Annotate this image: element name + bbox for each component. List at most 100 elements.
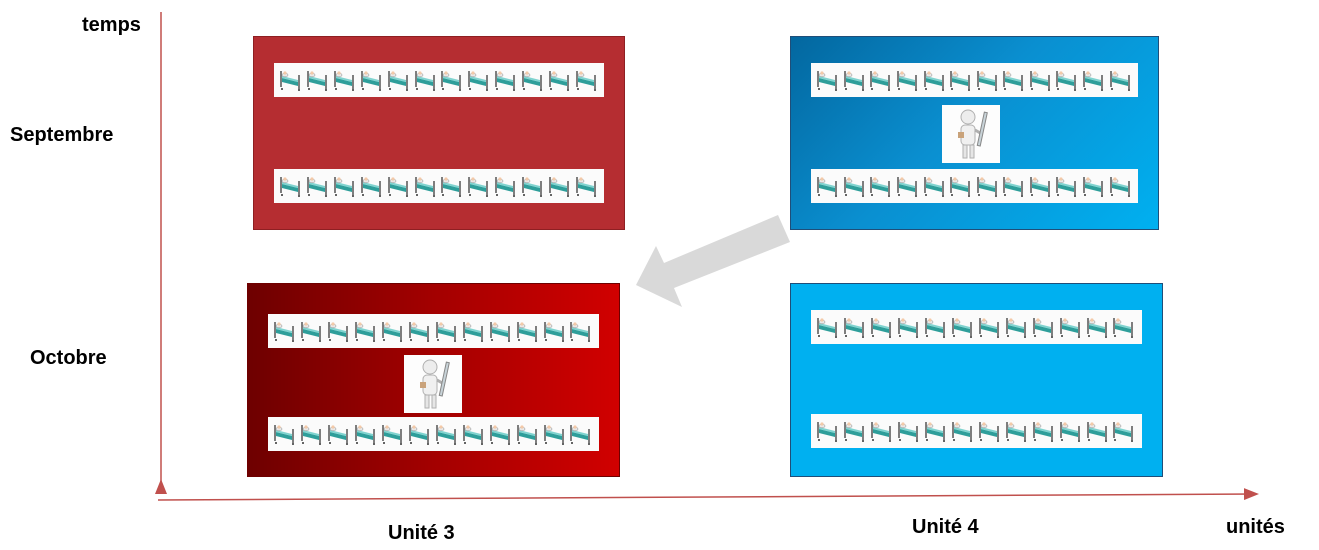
hospital-bed-icon	[843, 416, 867, 447]
row-label-september: Septembre	[10, 124, 114, 146]
hospital-bed-icon	[951, 416, 975, 447]
hospital-bed-icon	[381, 316, 405, 347]
hospital-bed-icon	[462, 316, 486, 347]
hospital-bed-icon	[1032, 312, 1056, 343]
hospital-bed-icon	[1032, 416, 1056, 447]
hospital-bed-icon	[869, 65, 893, 96]
hospital-bed-icon	[1029, 171, 1053, 202]
hospital-bed-icon	[381, 419, 405, 450]
hospital-bed-icon	[300, 419, 324, 450]
hospital-bed-icon	[816, 416, 840, 447]
hospital-bed-icon	[360, 171, 384, 202]
hospital-bed-icon	[1055, 171, 1079, 202]
hospital-bed-icon	[273, 316, 297, 347]
hospital-bed-icon	[1082, 171, 1106, 202]
hospital-bed-icon	[897, 312, 921, 343]
hospital-bed-icon	[1112, 312, 1136, 343]
x-axis-label: unités	[1226, 516, 1285, 538]
hospital-bed-icon	[924, 416, 948, 447]
hospital-bed-icon	[923, 65, 947, 96]
hospital-bed-icon	[543, 419, 567, 450]
row-label-october: Octobre	[30, 347, 107, 369]
hospital-bed-icon	[1082, 65, 1106, 96]
bed-row	[268, 314, 599, 348]
hospital-bed-icon	[327, 419, 351, 450]
hospital-bed-icon	[333, 171, 357, 202]
hospital-bed-icon	[1109, 65, 1133, 96]
hospital-bed-icon	[869, 171, 893, 202]
panel-unit4-october	[790, 283, 1163, 477]
hospital-bed-icon	[440, 171, 464, 202]
hospital-bed-icon	[521, 171, 545, 202]
hospital-bed-icon	[843, 312, 867, 343]
hospital-bed-icon	[467, 171, 491, 202]
x-axis	[157, 488, 1259, 501]
hospital-bed-icon	[354, 419, 378, 450]
bed-row	[274, 63, 604, 97]
hospital-bed-icon	[1059, 312, 1083, 343]
hospital-bed-icon	[279, 65, 303, 96]
hospital-bed-icon	[300, 316, 324, 347]
hospital-bed-icon	[408, 316, 432, 347]
hospital-bed-icon	[1059, 416, 1083, 447]
hospital-bed-icon	[976, 65, 1000, 96]
nurse-with-syringe-icon	[942, 105, 1000, 163]
hospital-bed-icon	[462, 419, 486, 450]
bed-row	[274, 169, 604, 203]
hospital-bed-icon	[387, 171, 411, 202]
hospital-bed-icon	[896, 171, 920, 202]
hospital-bed-icon	[333, 65, 357, 96]
hospital-bed-icon	[360, 65, 384, 96]
panel-unit3-october	[247, 283, 620, 477]
hospital-bed-icon	[1005, 312, 1029, 343]
hospital-bed-icon	[951, 312, 975, 343]
hospital-bed-icon	[897, 416, 921, 447]
hospital-bed-icon	[516, 419, 540, 450]
hospital-bed-icon	[1005, 416, 1029, 447]
hospital-bed-icon	[467, 65, 491, 96]
hospital-bed-icon	[896, 65, 920, 96]
hospital-bed-icon	[1086, 416, 1110, 447]
panel-unit3-september	[253, 36, 625, 230]
hospital-bed-icon	[440, 65, 464, 96]
bed-row	[811, 63, 1138, 97]
bed-row	[811, 310, 1142, 344]
hospital-bed-icon	[273, 419, 297, 450]
hospital-bed-icon	[489, 316, 513, 347]
hospital-bed-icon	[1112, 416, 1136, 447]
hospital-bed-icon	[924, 312, 948, 343]
hospital-bed-icon	[978, 416, 1002, 447]
hospital-bed-icon	[548, 171, 572, 202]
hospital-bed-icon	[575, 171, 599, 202]
hospital-bed-icon	[494, 65, 518, 96]
hospital-bed-icon	[327, 316, 351, 347]
hospital-bed-icon	[548, 65, 572, 96]
hospital-bed-icon	[414, 171, 438, 202]
hospital-bed-icon	[1002, 65, 1026, 96]
hospital-bed-icon	[435, 316, 459, 347]
hospital-bed-icon	[569, 316, 593, 347]
hospital-bed-icon	[1029, 65, 1053, 96]
hospital-bed-icon	[414, 65, 438, 96]
col-label-unit4: Unité 4	[912, 516, 979, 538]
bed-row	[811, 414, 1142, 448]
col-label-unit3: Unité 3	[388, 522, 455, 544]
hospital-bed-icon	[870, 416, 894, 447]
hospital-bed-icon	[978, 312, 1002, 343]
hospital-bed-icon	[843, 171, 867, 202]
bed-row	[811, 169, 1138, 203]
hospital-bed-icon	[575, 65, 599, 96]
hospital-bed-icon	[306, 171, 330, 202]
hospital-bed-icon	[279, 171, 303, 202]
panel-unit4-september	[790, 36, 1159, 230]
hospital-bed-icon	[1055, 65, 1079, 96]
hospital-bed-icon	[489, 419, 513, 450]
hospital-bed-icon	[521, 65, 545, 96]
hospital-bed-icon	[543, 316, 567, 347]
nurse-with-syringe-icon	[404, 355, 462, 413]
hospital-bed-icon	[516, 316, 540, 347]
y-axis-label: temps	[82, 14, 141, 36]
hospital-bed-icon	[949, 65, 973, 96]
